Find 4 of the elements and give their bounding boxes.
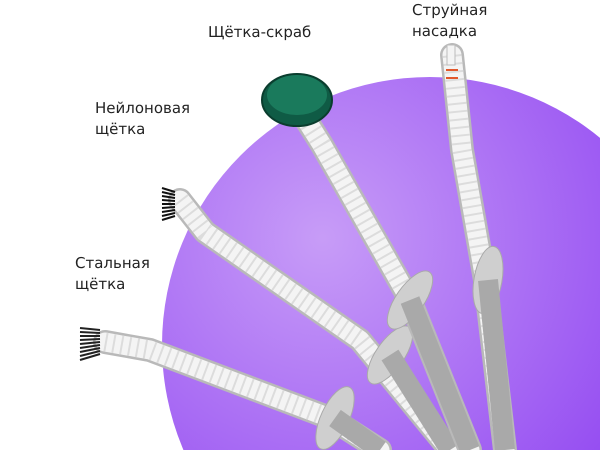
attachment-label: Струйная насадка <box>412 0 488 42</box>
attachment-label: Нейлоновая щётка <box>95 98 192 140</box>
attachment-label: Щётка-скраб <box>208 22 312 43</box>
attachment-label: Стальная щётка <box>75 253 151 295</box>
